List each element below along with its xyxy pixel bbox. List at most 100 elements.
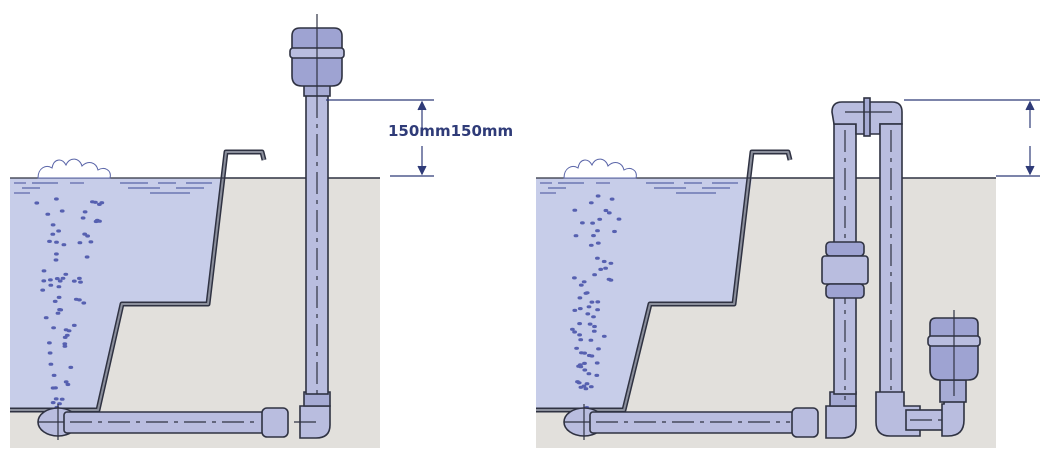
air-bubble [71,323,77,327]
air-bubble [572,330,577,334]
right-u-bend [831,97,903,137]
air-bubble [59,397,65,401]
air-bubble [63,380,69,384]
right-foam [563,158,637,179]
air-bubble [57,279,63,283]
air-bubble [80,216,86,220]
air-valve-icon [289,14,345,97]
air-bubble [60,276,66,280]
air-bubble [47,351,53,355]
air-bubble [43,316,49,320]
air-bubble [580,221,585,225]
air-bubble [51,326,56,330]
right-water [536,178,752,408]
air-bubble [65,382,71,387]
air-bubble [50,232,56,236]
air-bubble [77,241,83,245]
air-bubble [78,280,83,284]
air-bubble [94,218,100,222]
air-bubble [592,273,597,277]
air-bubble [54,197,59,201]
air-bubble [50,223,56,227]
air-bubble [53,258,59,262]
air-bubble [606,211,612,215]
air-bubble [596,347,601,351]
elbow-fitting-icon [825,391,857,439]
left-pipe-socket [261,407,289,438]
air-bubble [77,298,82,302]
air-bubble [577,333,582,337]
air-bubble [572,308,578,312]
air-bubble [88,240,94,244]
air-bubble [47,239,52,243]
air-bubble [601,259,607,264]
air-bubble [56,295,62,299]
air-bubble [59,209,65,213]
air-bubble [589,354,595,358]
air-bubble [595,229,600,233]
right-dimension-marker [904,99,1040,177]
air-bubble [588,385,594,389]
air-bubble [582,361,587,365]
air-bubble [582,351,587,355]
air-bubble [591,234,596,238]
air-bubble [45,212,51,216]
air-bubble [62,335,68,339]
air-bubbles-icon [34,197,105,410]
air-bubble [581,384,587,388]
air-bubble [588,201,594,205]
air-bubble [71,279,77,283]
air-bubble [51,373,57,377]
pipe-coupling-icon [821,241,869,299]
air-bubble [82,232,88,236]
air-bubble [608,261,614,265]
air-bubble [68,365,74,369]
air-bubble [583,291,589,295]
air-bubble [588,243,594,247]
air-bubble [90,200,95,204]
air-bubble [54,240,59,244]
left-water [10,178,225,408]
air-bubble [603,208,609,213]
air-bubble [586,372,592,376]
air-bubble [594,361,600,365]
air-bubble [577,307,583,311]
air-bubble [595,256,600,260]
air-bubble [592,324,597,329]
air-bubble [597,217,603,221]
air-bubble [99,201,105,205]
air-bubble [603,266,608,270]
air-bubble [595,241,601,245]
air-bubble [590,221,595,225]
air-bubble [52,299,58,303]
air-bubble [581,280,587,284]
air-bubble [56,285,62,289]
air-valve-icon [927,310,981,396]
air-bubble [606,277,612,281]
air-bubble [595,300,601,304]
air-bubble [591,315,596,319]
air-bubble [577,296,583,300]
air-bubble [612,229,617,234]
air-bubble [573,234,579,238]
air-bubble [585,312,591,316]
air-bubble [66,329,72,333]
air-bubble [572,208,578,212]
air-bubble [48,278,53,282]
air-bubble [572,276,577,280]
air-bubble [582,368,588,372]
air-bubble [62,344,68,348]
air-bubble [588,338,594,342]
air-bubble [34,201,40,205]
air-bubble [54,277,60,281]
air-bubble [62,342,68,346]
air-bubble [48,362,54,366]
air-bubble [81,301,87,305]
right-panel [536,97,1040,448]
air-bubble [50,401,56,405]
air-bubble [578,283,584,287]
air-bubble [53,386,58,390]
air-bubble [595,194,601,198]
air-bubble [47,341,52,345]
